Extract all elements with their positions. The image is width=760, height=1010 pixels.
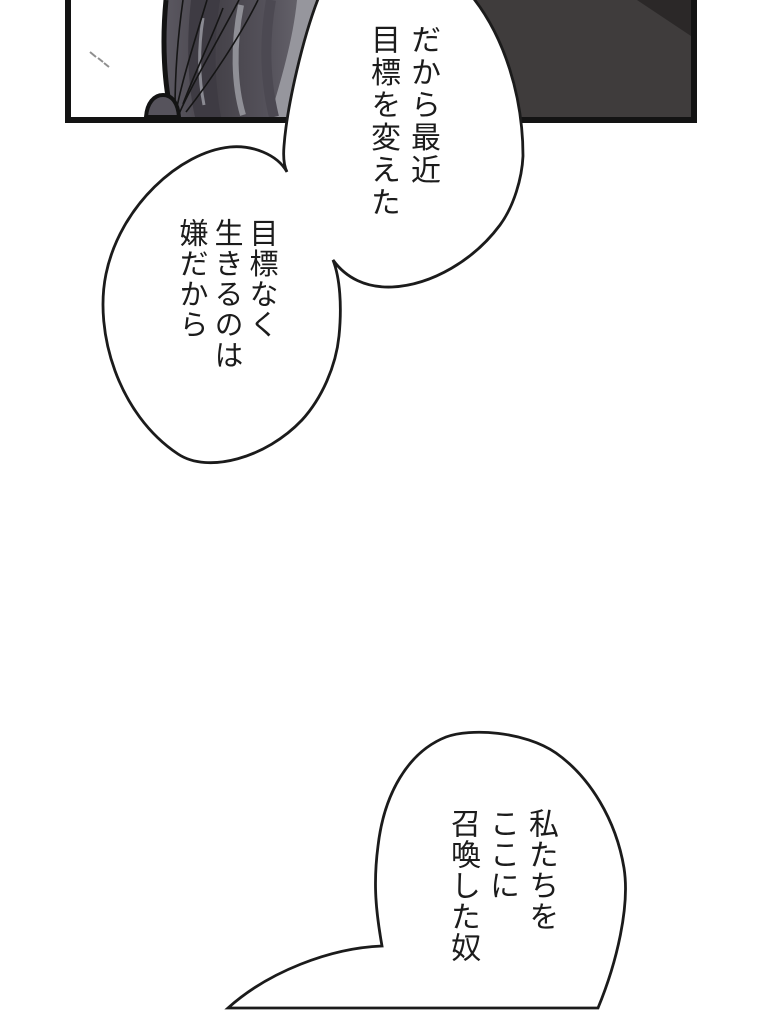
speech-text-changed-goal: だから最近 目標を変えた [366,24,439,219]
panel-corner-shade [637,0,691,36]
figure-shoulder-bump [143,92,182,117]
speech-bubble [224,730,627,1010]
figure-fold [261,0,279,117]
figure-shadow-band [188,0,221,117]
speech-bubble-outline [101,0,525,465]
speech-bubble-outline [224,730,627,1010]
figure-highlight-streak [232,4,246,116]
speckle-marks [89,51,110,68]
speech-text-living-without-goal: 目標なく 生きるのは 嫌だから [175,218,277,371]
speech-bubble-pair [101,0,525,465]
speech-text-summoned-us: 私たちを ここに 召喚した奴 [446,808,557,963]
hair-strands [174,0,259,115]
